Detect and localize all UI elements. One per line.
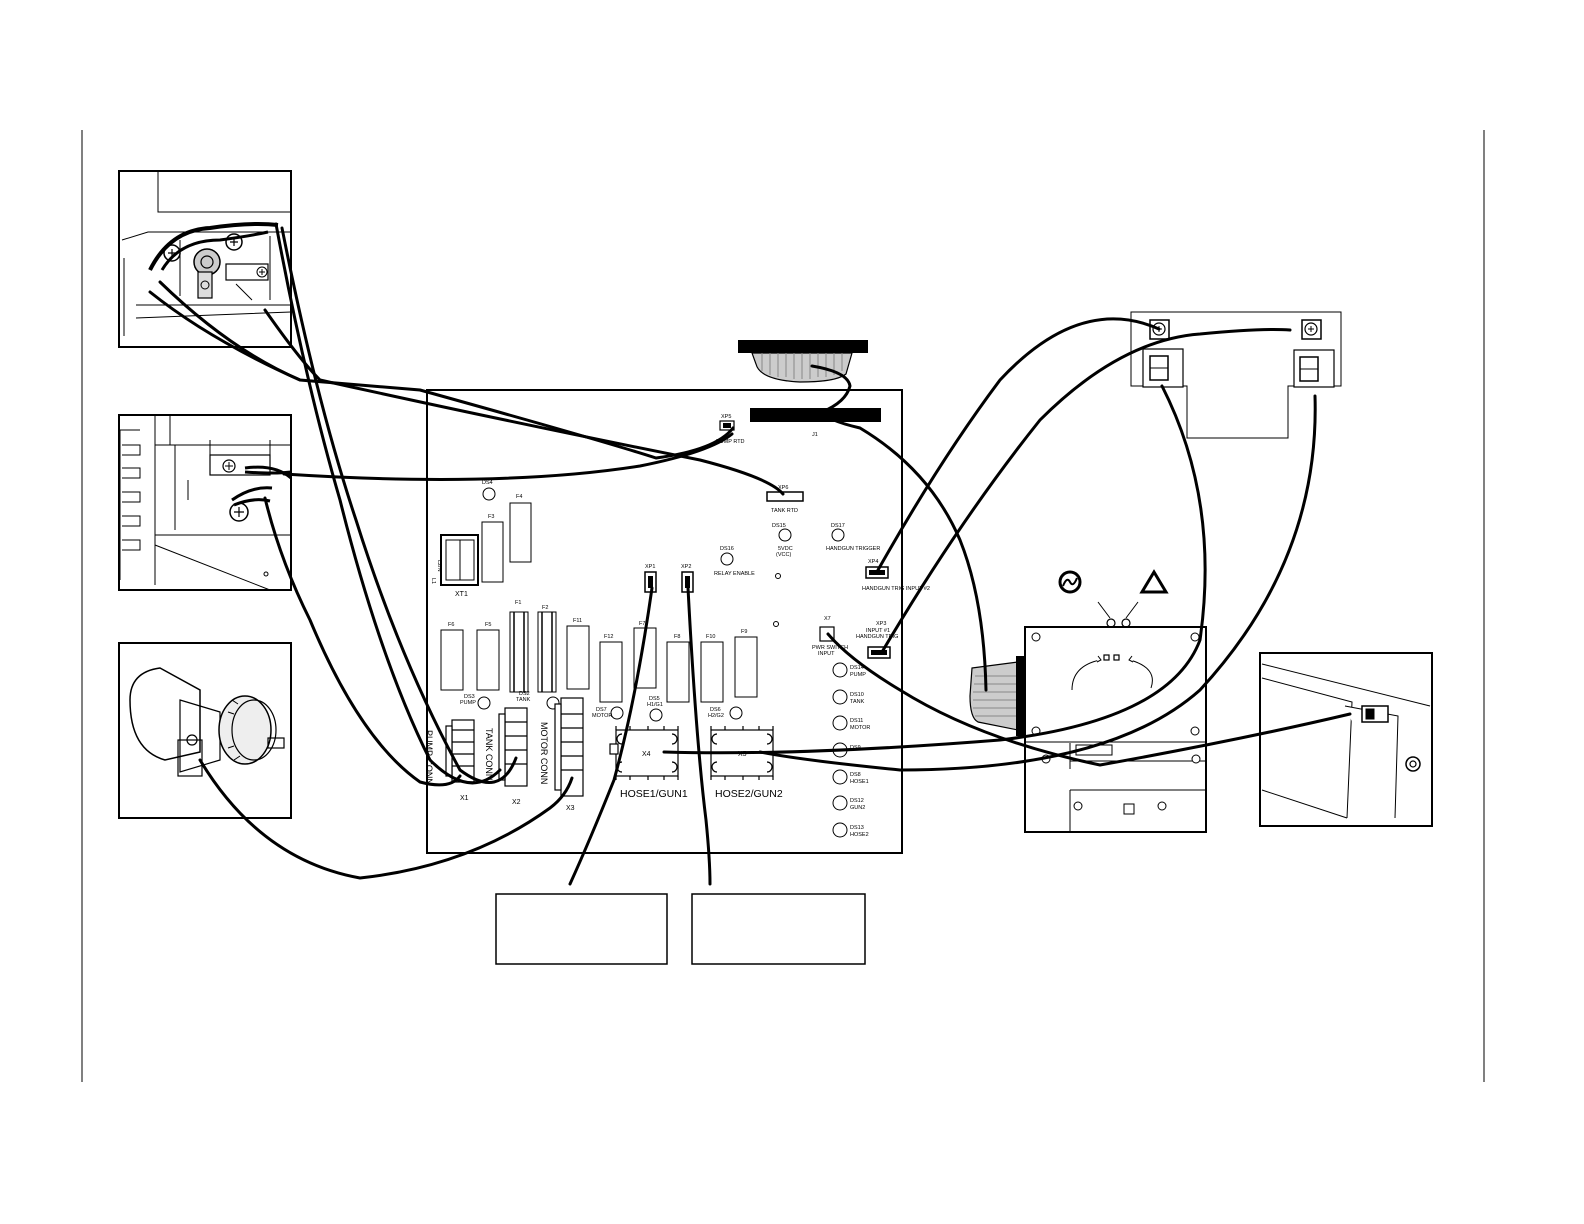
fuse-label-f6: F6 — [448, 622, 454, 628]
ds17-label: DS17 — [831, 523, 845, 529]
ds13-function: HOSE2 — [850, 832, 869, 838]
ds8-label: DS8 — [850, 772, 861, 778]
ds16-label: DS16 — [720, 546, 734, 552]
x7-label: X7 — [824, 616, 831, 622]
ds3-label: DS3 — [464, 694, 475, 700]
ds5-label: DS5 — [649, 696, 660, 702]
handgun-trigger-label: HANDGUN TRIGGER — [826, 546, 880, 552]
xp2-label: XP2 — [681, 564, 691, 570]
x5-label: X5 — [738, 751, 747, 758]
f3-label: F3 — [488, 514, 494, 520]
xp3-label: XP3 — [876, 621, 886, 627]
tank-label: TANK — [516, 697, 531, 703]
ds13-label: DS13 — [850, 825, 864, 831]
ds2-label: DS2 — [519, 691, 530, 697]
pump-rtd-label: PUMP RTD — [716, 439, 745, 445]
fuse-label-f10: F10 — [706, 634, 715, 640]
fuse-label-f12: F12 — [604, 634, 613, 640]
fuse-label-f7: F7 — [639, 621, 645, 627]
pwr-input-label: INPUT — [818, 651, 835, 657]
xp5-label: XP5 — [721, 414, 731, 420]
pwr-switch-label: PWR SWITCH — [812, 645, 848, 651]
tank-rtd-label: TANK RTD — [771, 508, 798, 514]
inset-pump-rtd — [118, 170, 292, 348]
ds11-function: MOTOR — [850, 725, 870, 731]
xp1-label: XP1 — [645, 564, 655, 570]
warning-triangle-icon — [1139, 569, 1169, 594]
wire-harness — [148, 222, 1352, 886]
l2n-label: L2/N — [436, 560, 442, 572]
vcc-label: (VCC) — [776, 552, 791, 558]
ds10-label: DS10 — [850, 692, 864, 698]
motor-control-box — [969, 569, 1207, 833]
ds11-label: DS11 — [850, 718, 863, 724]
fuse-label-f1: F1 — [515, 600, 521, 606]
x3-label: X3 — [566, 805, 575, 812]
fuse-label-f2: F2 — [542, 605, 548, 611]
ds14-label: DS14 — [850, 665, 864, 671]
x1-label: X1 — [460, 795, 469, 802]
ds14-function: PUMP — [850, 672, 866, 678]
ds15-label: DS15 — [772, 523, 786, 529]
fuse-label-f11: F11 — [573, 618, 582, 624]
ds8-function: HOSE1 — [850, 779, 869, 785]
x3-connector — [554, 697, 584, 797]
pump-label: PUMP — [460, 700, 476, 706]
hose2-gun2-callout-box — [691, 893, 866, 965]
relay-enable-label: RELAY ENABLE — [714, 571, 755, 577]
hose1-gun1-callout-box — [495, 893, 668, 965]
hose2-gun2-label: HOSE2/GUN2 — [715, 788, 783, 800]
ds12-function: GUN2 — [850, 805, 865, 811]
handgun-trig-label: HANDGUN TRIG — [856, 634, 898, 640]
x2-connector — [498, 707, 528, 787]
trigger-input-bracket — [1130, 311, 1342, 439]
ribbon-plug-top — [738, 340, 868, 383]
xt1-label: XT1 — [455, 591, 468, 598]
control-board: J1 XP5 PUMP RTD XP6 TANK RTD DS4 F4 F3 L… — [424, 340, 930, 854]
handgun-trig-input2-label: HANDGUN TRIG INPUT #2 — [862, 586, 930, 592]
fuse-label-f9: F9 — [741, 629, 747, 635]
ds10-function: TANK — [850, 699, 865, 705]
x2-label: X2 — [512, 799, 521, 806]
inset-tank-rtd — [118, 414, 292, 591]
fuse-row — [440, 611, 758, 703]
j1-label: J1 — [812, 432, 818, 438]
fuse-label-f8: F8 — [674, 634, 680, 640]
j1-header — [750, 408, 881, 422]
ds4-label: DS4 — [482, 480, 493, 486]
ds6-label: DS6 — [710, 707, 721, 713]
motor-conn-label: MOTOR CONN — [539, 722, 549, 784]
f4-label: F4 — [516, 494, 522, 500]
x4-label: X4 — [642, 751, 651, 758]
l1-label: L1 — [430, 578, 436, 584]
power-switch-inset — [1259, 652, 1433, 827]
5vdc-label: 5VDC — [778, 546, 793, 552]
xp6-label: XP6 — [778, 485, 788, 491]
ds7-label: DS7 — [596, 707, 607, 713]
hose1-gun1-label: HOSE1/GUN1 — [620, 788, 688, 800]
tank-conn-label: TANK CONN — [484, 728, 494, 780]
h2g2-label: H2/G2 — [708, 713, 724, 719]
ds12-label: DS12 — [850, 798, 864, 804]
motor-label: MOTOR — [592, 713, 612, 719]
input1-label: INPUT #1 — [866, 628, 890, 634]
fuse-label-f5: F5 — [485, 622, 491, 628]
xp4-label: XP4 — [868, 559, 878, 565]
inset-motor — [118, 642, 292, 819]
h1g1-label: H1/G1 — [647, 702, 663, 708]
